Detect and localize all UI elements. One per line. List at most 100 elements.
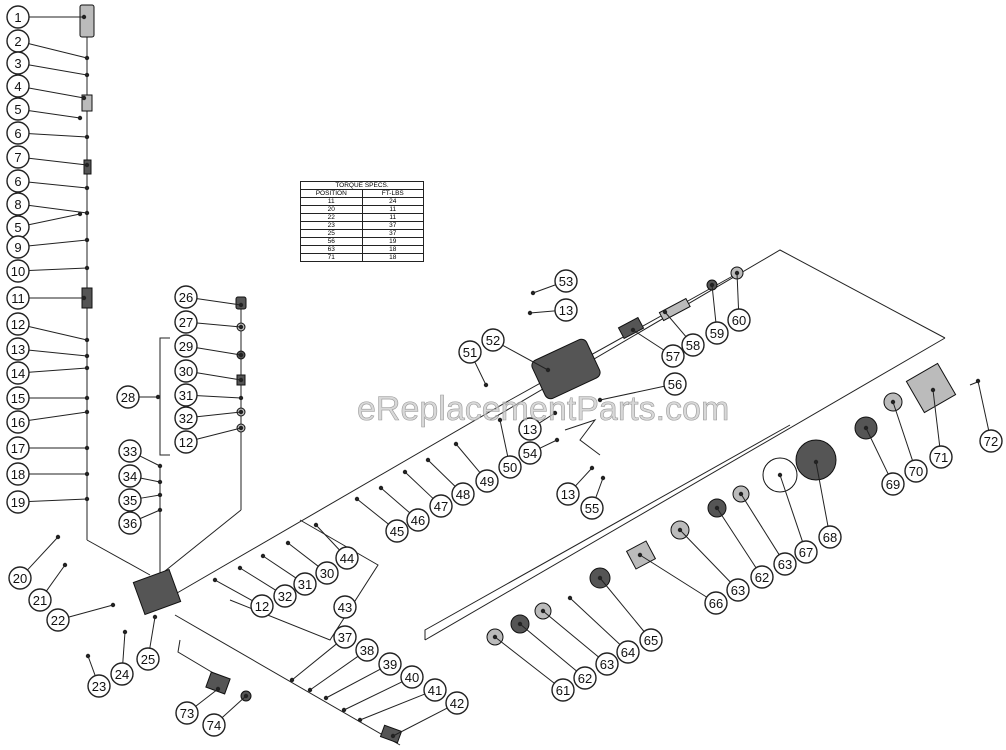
callout-circle	[6, 5, 30, 29]
callout-number: 62	[578, 671, 592, 686]
callout-35: 35	[118, 488, 142, 512]
callout-circle	[250, 594, 274, 618]
callout-circle	[881, 472, 905, 496]
callout-13: 13	[6, 337, 30, 361]
torque-value: 37	[361, 229, 424, 238]
callout-circle	[118, 464, 142, 488]
callout-29: 29	[174, 334, 198, 358]
callout-circle	[385, 519, 409, 543]
torque-position: 22	[300, 213, 363, 222]
callout-number: 34	[123, 469, 137, 484]
callout-circle	[750, 565, 774, 589]
callout-leader-line	[214, 579, 253, 602]
torque-col-position: POSITION	[300, 189, 363, 198]
callout-number: 74	[207, 718, 221, 733]
callout-circle	[333, 625, 357, 649]
callout-34: 34	[118, 464, 142, 488]
callout-leader-line	[196, 427, 242, 440]
callout-number: 26	[179, 290, 193, 305]
spring-part	[617, 316, 645, 340]
callout-leader-line	[519, 623, 577, 672]
callout-circle	[110, 662, 134, 686]
callout-number: 43	[338, 600, 352, 615]
callout-leader-line	[139, 455, 161, 467]
callout-number: 32	[278, 589, 292, 604]
callout-number: 45	[390, 524, 404, 539]
callout-leader-line	[639, 554, 707, 598]
pump-head-part	[531, 338, 601, 400]
torque-value: 11	[361, 213, 424, 222]
callout-circle	[28, 588, 52, 612]
filter-cartridge-part	[79, 4, 95, 38]
callout-number: 67	[799, 545, 813, 560]
callout-12: 12	[250, 594, 274, 618]
fitting-part	[379, 724, 403, 744]
callout-15: 15	[6, 386, 30, 410]
callout-leader-line	[664, 311, 687, 337]
callout-36: 36	[118, 511, 142, 535]
callout-circle	[174, 334, 198, 358]
callout-circle	[681, 333, 705, 357]
callout-leader-line	[28, 204, 88, 214]
callout-circle	[118, 439, 142, 463]
callout-leader-line	[427, 459, 456, 487]
callout-number: 5	[14, 102, 21, 117]
callout-leader-line	[28, 411, 88, 421]
callout-leader-line	[494, 636, 555, 684]
callout-circle	[118, 488, 142, 512]
callout-49: 49	[475, 469, 499, 493]
callout-leader-line	[599, 385, 665, 401]
callout-leader-line	[356, 498, 389, 525]
callout-number: 3	[14, 56, 21, 71]
callout-leader-line	[27, 536, 59, 571]
callout-7: 7	[6, 145, 30, 169]
callout-3: 3	[6, 51, 30, 75]
callout-circle	[202, 713, 226, 737]
callout-70: 70	[904, 459, 928, 483]
callout-leader-line	[392, 707, 448, 737]
callout-30: 30	[315, 561, 339, 585]
callout-5: 5	[6, 215, 30, 239]
callout-circle	[6, 462, 30, 486]
callout-63: 63	[726, 578, 750, 602]
callout-number: 30	[179, 364, 193, 379]
callout-circle	[46, 608, 70, 632]
callout-leader-line	[595, 477, 604, 498]
callout-circle	[174, 285, 198, 309]
callout-number: 8	[14, 197, 21, 212]
callout-number: 18	[11, 467, 25, 482]
callout-number: 65	[644, 633, 658, 648]
callout-leader-line	[196, 322, 242, 328]
callout-leader-line	[359, 693, 425, 721]
callout-number: 24	[115, 667, 129, 682]
callout-leader-line	[28, 498, 88, 503]
callout-circle	[6, 259, 30, 283]
callout-circle	[6, 121, 30, 145]
callout-bubbles: 1234567685910111213141516171819202122232…	[6, 5, 1003, 737]
callout-circle	[661, 344, 685, 368]
callout-11: 11	[6, 286, 30, 310]
callout-circle	[87, 674, 111, 698]
callout-circle	[6, 192, 30, 216]
callout-number: 51	[463, 345, 477, 360]
callout-38: 38	[355, 638, 379, 662]
callout-47: 47	[429, 494, 453, 518]
callout-leader-line	[28, 239, 88, 247]
callout-leader-line	[195, 688, 219, 707]
callout-leader-line	[892, 401, 913, 461]
callout-leader-line	[779, 474, 803, 542]
callout-33: 33	[118, 439, 142, 463]
callout-number: 31	[179, 388, 193, 403]
callout-number: 13	[559, 303, 573, 318]
callout-number: 12	[179, 435, 193, 450]
torque-value: 19	[361, 237, 424, 246]
callout-number: 14	[11, 366, 25, 381]
torque-position: 71	[300, 253, 363, 262]
callout-circle	[6, 51, 30, 75]
callout-leader-line	[139, 509, 161, 520]
callout-number: 47	[434, 499, 448, 514]
callout-number: 11	[11, 291, 25, 306]
